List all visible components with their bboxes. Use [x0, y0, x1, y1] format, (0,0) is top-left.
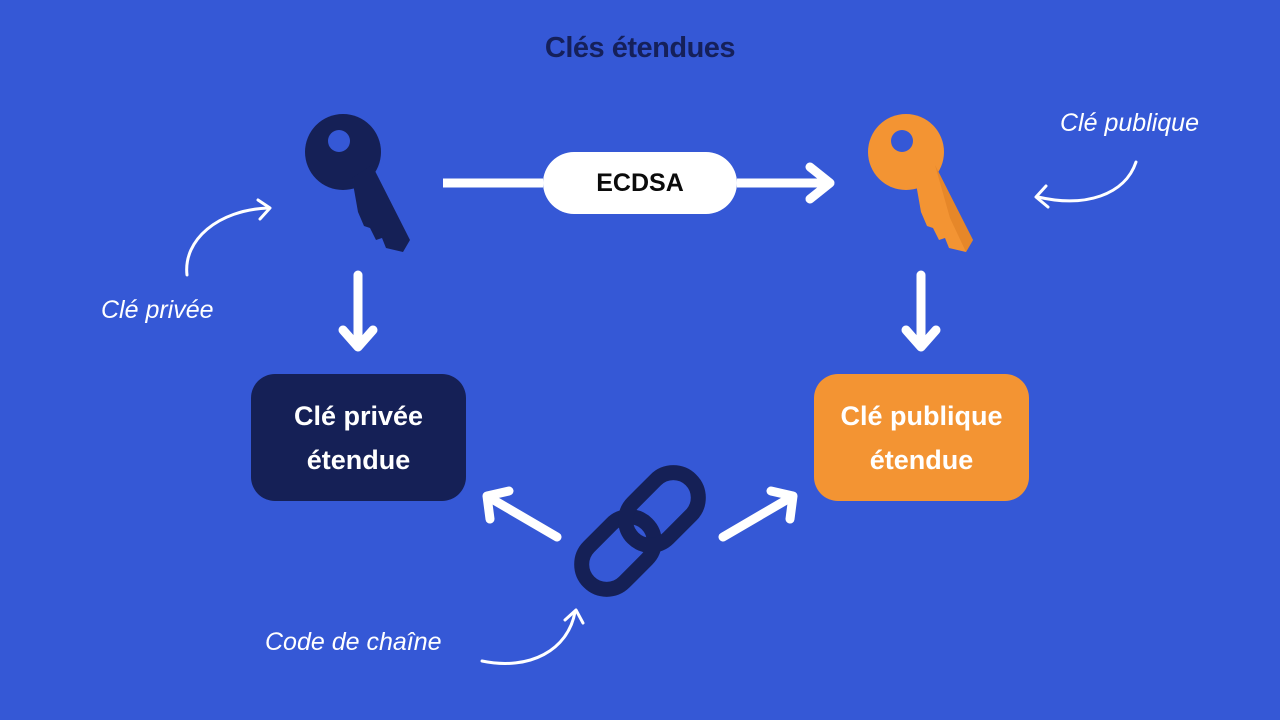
public-key-pointer — [1034, 160, 1138, 209]
extended-private-key-line1: Clé privée — [293, 400, 424, 431]
chain-to-public-arrow — [718, 486, 798, 542]
extended-private-key-box: Clé privée étendue — [251, 374, 466, 501]
private-key-label: Clé privée — [101, 296, 214, 324]
chain-link-icon — [574, 465, 706, 597]
ecdsa-label: ECDSA — [543, 152, 737, 214]
ecdsa-arrow — [443, 162, 835, 204]
private-down-arrow — [338, 270, 378, 352]
extended-private-key-line2: étendue — [306, 444, 411, 475]
public-key-icon — [868, 114, 973, 252]
extended-public-key-line2: étendue — [869, 444, 974, 475]
private-key-icon — [305, 114, 410, 252]
chain-code-label: Code de chaîne — [265, 628, 442, 656]
diagram-title: Clés étendues — [544, 32, 736, 64]
extended-public-key-line1: Clé publique — [840, 400, 1003, 431]
extended-public-key-box: Clé publique étendue — [814, 374, 1029, 501]
public-key-label: Clé publique — [1060, 109, 1199, 137]
private-key-pointer — [185, 198, 272, 277]
public-down-arrow — [901, 270, 941, 352]
chain-to-private-arrow — [482, 486, 562, 542]
chain-code-pointer — [480, 608, 585, 665]
